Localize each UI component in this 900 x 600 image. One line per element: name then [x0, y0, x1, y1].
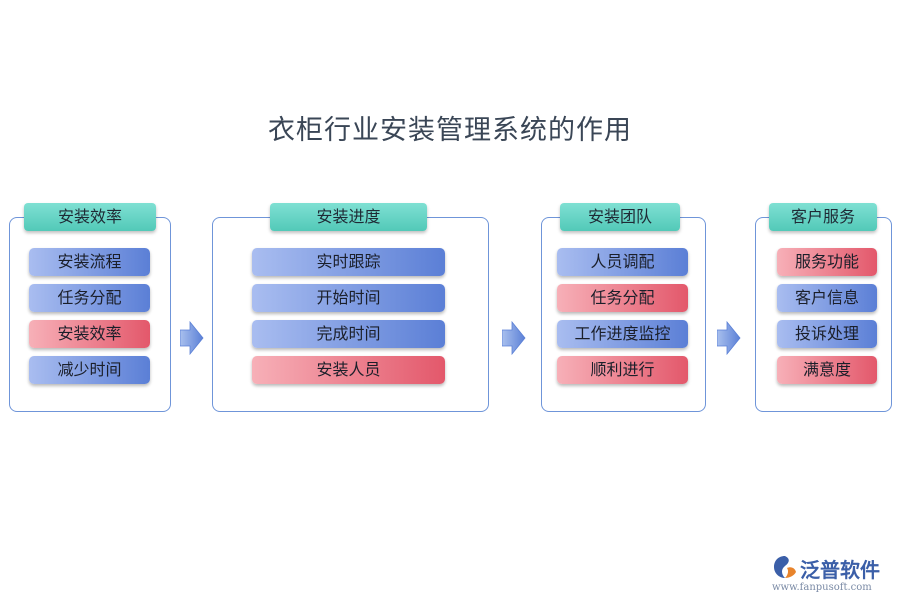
logo-mark-icon: [774, 556, 796, 578]
panel-header: 安装进度: [270, 203, 427, 231]
arrow-right-icon: [717, 320, 741, 356]
panel-item: 人员调配: [557, 248, 688, 276]
panel-item: 任务分配: [557, 284, 688, 312]
logo-name: 泛普软件: [800, 558, 880, 582]
panel-item: 工作进度监控: [557, 320, 688, 348]
panel-item: 安装效率: [29, 320, 150, 348]
panel-header: 安装团队: [560, 203, 680, 231]
diagram-title: 衣柜行业安装管理系统的作用: [268, 115, 632, 146]
panel-item: 开始时间: [252, 284, 445, 312]
panel-item: 满意度: [777, 356, 877, 384]
panel-item: 安装人员: [252, 356, 445, 384]
logo-url: www.fanpusoft.com: [772, 582, 872, 593]
panel-item: 安装流程: [29, 248, 150, 276]
panel-item: 实时跟踪: [252, 248, 445, 276]
panel-item: 客户信息: [777, 284, 877, 312]
panel-item: 完成时间: [252, 320, 445, 348]
panel-item: 服务功能: [777, 248, 877, 276]
panel-item: 任务分配: [29, 284, 150, 312]
panel-item: 顺利进行: [557, 356, 688, 384]
panel-header: 客户服务: [769, 203, 877, 231]
brand-logo: 泛普软件 www.fanpusoft.com: [770, 552, 895, 597]
panel-item: 投诉处理: [777, 320, 877, 348]
panel-item: 减少时间: [29, 356, 150, 384]
panel-header: 安装效率: [24, 203, 156, 231]
arrow-right-icon: [180, 320, 204, 356]
arrow-right-icon: [502, 320, 526, 356]
